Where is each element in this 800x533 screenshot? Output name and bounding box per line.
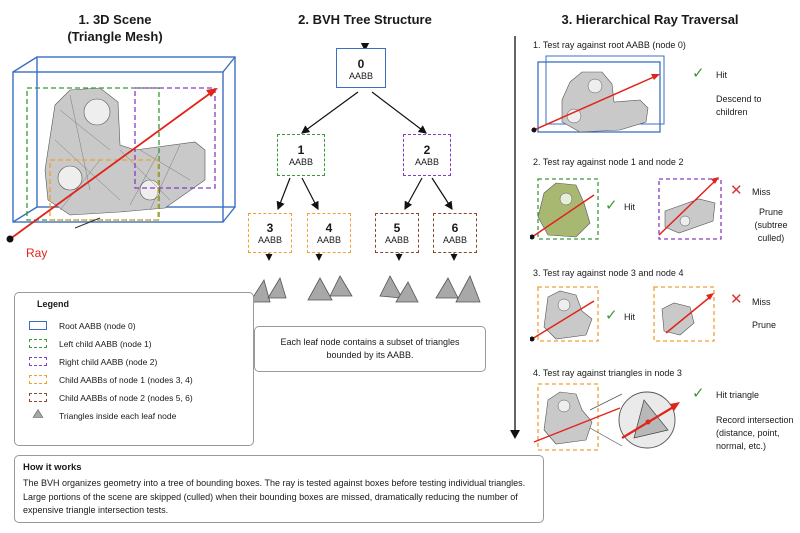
step-3-miss: Miss [752,297,771,307]
step-2-miss: Miss [752,187,771,197]
right-aabb-box [134,87,216,189]
leaf-note-box: Each leaf node contains a subset of tria… [254,326,486,372]
legend: Legend Root AABB (node 0) Left child AAB… [14,292,254,446]
node-3-number: 3 [266,221,274,235]
root-swatch [29,321,47,330]
step-3-right-thumbnail [653,286,715,342]
tree-node-4: 4 AABB [307,213,351,253]
node-4-label: AABB [316,235,341,245]
check-icon: ✓ [692,65,705,82]
bvh-title: 2. BVH Tree Structure [298,12,432,27]
scene-illustration [6,56,236,243]
tree-node-1: 1 AABB [277,134,325,176]
node-6-label: AABB [442,235,467,245]
how-it-works-text: The BVH organizes geometry into a tree o… [23,478,526,515]
legend-item-label: Child AABBs of node 1 (nodes 3, 4) [59,375,193,385]
step-3-left-thumbnail [530,286,599,342]
step-2-right-thumbnail [658,177,722,240]
step-1-result: Hit [716,70,727,80]
legend-item-label: Left child AABB (node 1) [59,339,152,349]
leaf-note-text: Each leaf node contains a subset of tria… [280,337,460,360]
traversal-title: 3. Hierarchical Ray Traversal [561,12,739,27]
legend-title: Legend [37,299,70,309]
how-it-works-title: How it works [23,462,82,473]
node-0-number: 0 [357,57,365,71]
check-icon: ✓ [605,197,618,214]
scene-title-line1: 1. 3D Scene [78,12,152,27]
how-it-works-box: How it works The BVH organizes geometry … [14,455,544,523]
triangle-icon [32,409,44,418]
step-2-label: 2. Test ray against node 1 and node 2 [533,157,684,167]
tree-edges [249,42,481,303]
left-swatch [29,339,47,348]
node-3-label: AABB [257,235,282,245]
legend-item-label: Child AABBs of node 2 (nodes 5, 6) [59,393,193,403]
node-2-label: AABB [414,157,439,167]
step-4-detail: Record intersection (distance, point, no… [716,415,794,451]
step-3-miss-detail: Prune [752,320,777,330]
legend-item-label: Right child AABB (node 2) [59,357,158,367]
step-2-hit: Hit [624,202,635,212]
scene-title: 1. 3D Scene (Triangle Mesh) [20,11,210,45]
step-2-left-thumbnail [530,178,599,240]
child2-swatch [29,393,47,402]
step-2-miss-detail: Prune (subtree culled) [754,207,788,243]
ray-label: Ray [26,246,48,260]
step-4-label: 4. Test ray against triangles in node 3 [533,368,682,378]
legend-item-label: Root AABB (node 0) [59,321,136,331]
node-2-number: 2 [423,143,431,157]
node-5-number: 5 [393,221,401,235]
node-4-number: 4 [325,221,333,235]
step-4-result: Hit triangle [716,390,760,400]
cross-icon: ✕ [730,291,743,308]
mesh-object [44,87,206,216]
cross-icon: ✕ [730,182,743,199]
node-0-label: AABB [348,71,373,81]
tree-node-0: 0 AABB [336,48,386,88]
traversal-timeline [510,36,520,439]
right-swatch [29,357,47,366]
tree-node-5: 5 AABB [375,213,419,253]
tree-node-3: 3 AABB [248,213,292,253]
scene-title-line2: (Triangle Mesh) [67,29,163,44]
ray-arrow [6,88,218,243]
check-icon: ✓ [692,385,705,402]
step-3-label: 3. Test ray against node 3 and node 4 [533,268,684,278]
step-1-detail: Descend to children [716,94,762,117]
step-4-thumbnail [533,383,680,451]
child-aabb-box [49,159,159,221]
step-1-thumbnail [531,55,665,133]
step-3-hit: Hit [624,312,635,322]
legend-item-label: Triangles inside each leaf node [59,411,177,421]
child1-swatch [29,375,47,384]
check-icon: ✓ [605,307,618,324]
node-6-number: 6 [451,221,459,235]
node-5-label: AABB [384,235,409,245]
tree-node-6: 6 AABB [433,213,477,253]
step-1-label: 1. Test ray against root AABB (node 0) [533,40,686,50]
tree-node-2: 2 AABB [403,134,451,176]
leaf-triangles [249,275,481,303]
node-1-label: AABB [288,157,313,167]
node-1-number: 1 [297,143,305,157]
